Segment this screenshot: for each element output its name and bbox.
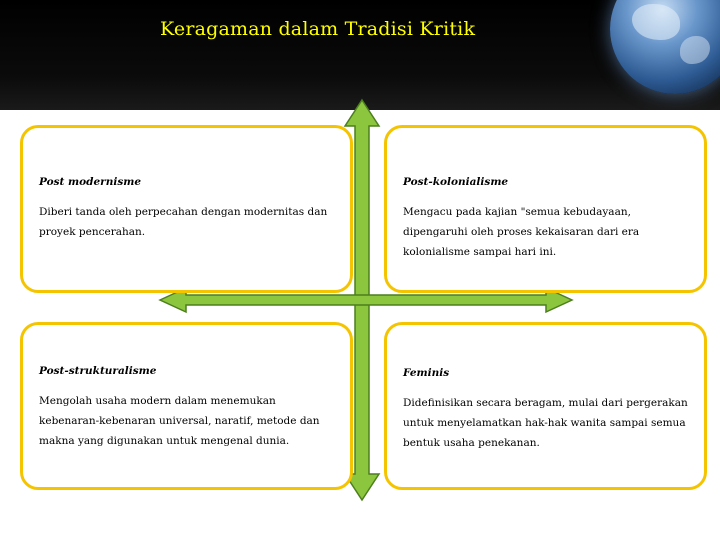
- quadrant-post-modernisme: Post modernisme Diberi tanda oleh perpec…: [20, 125, 353, 293]
- quadrant-text: Didefinisikan secara beragam, mulai dari…: [403, 393, 690, 453]
- quadrant-text: Mengolah usaha modern dalam menemukan ke…: [39, 391, 336, 451]
- quadrant-heading: Post modernisme: [39, 176, 336, 188]
- quadrant-post-kolonialisme: Post-kolonialisme Mengacu pada kajian "s…: [384, 125, 707, 293]
- quadrant-post-strukturalisme: Post-strukturalisme Mengolah usaha moder…: [20, 322, 353, 490]
- quadrant-heading: Post-kolonialisme: [403, 176, 690, 188]
- quadrant-text: Mengacu pada kajian "semua kebudayaan, d…: [403, 202, 690, 262]
- quadrant-feminis: Feminis Didefinisikan secara beragam, mu…: [384, 322, 707, 490]
- quadrant-heading: Post-strukturalisme: [39, 365, 336, 377]
- quadrant-heading: Feminis: [403, 367, 690, 379]
- quadrant-text: Diberi tanda oleh perpecahan dengan mode…: [39, 202, 336, 242]
